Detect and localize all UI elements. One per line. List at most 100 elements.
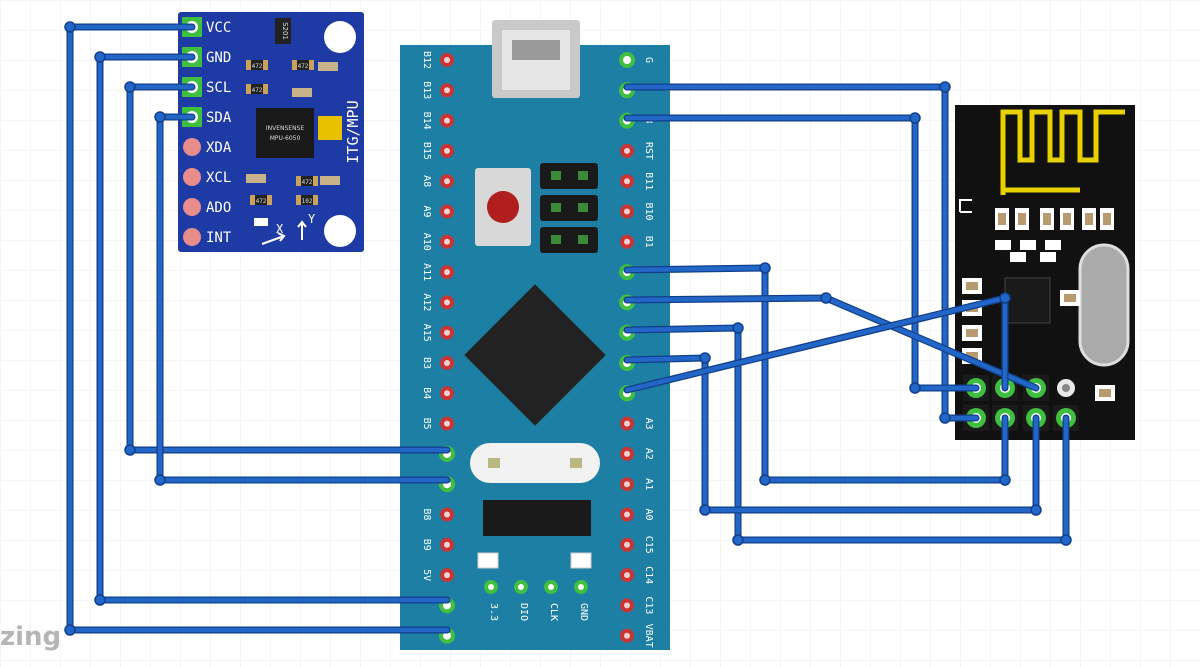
mpu-axis-arrows: [261, 220, 307, 245]
nrf24l01-module: [955, 105, 1135, 440]
stm32-right-pin-hole: [624, 602, 630, 609]
nrf-component-body: [1018, 213, 1026, 225]
stm32-left-pin-label: A10: [421, 233, 432, 251]
stm32-right-pin-label: A3: [643, 418, 654, 430]
stm32-right-pin-hole: [624, 238, 630, 245]
mpu-resistor-label: 472: [252, 87, 263, 94]
wire-bendpoint: [999, 474, 1011, 486]
stm32-regulator: [483, 500, 591, 536]
stm32-left-pin-hole: [444, 360, 450, 366]
stm32-left-pin-hole: [444, 87, 450, 94]
stm32-left-pin-label: A12: [421, 293, 432, 311]
stm32-left-pin-hole: [444, 147, 450, 154]
stm32-left-pin-label: B5: [421, 418, 432, 430]
mpu-regulator-label: S201: [281, 22, 289, 40]
boot-jumper: [540, 163, 598, 189]
stm32-left-pin-label: B9: [421, 539, 432, 551]
mpu-led: [254, 218, 268, 226]
nrf-outline-mark: [959, 199, 972, 213]
stm32-right-pin-hole: [624, 147, 630, 154]
mpu-pin-label: INT: [206, 230, 232, 246]
mpu-side-label: ITG/MPU: [344, 100, 362, 163]
stm32-left-pin-hole: [444, 390, 450, 397]
stm32-left-pin-hole: [444, 299, 450, 306]
mpu-resistor-label: 472: [252, 63, 263, 70]
mpu-mounting-hole: [324, 215, 356, 247]
nrf-component-body: [966, 282, 978, 290]
nrf-component-small: [1010, 252, 1026, 262]
mpu-resistor-label: 102: [302, 198, 313, 205]
stm32-right-pin-hole: [624, 208, 630, 215]
stm32-left-pin-hole: [444, 238, 450, 245]
mpu-mounting-hole: [324, 21, 356, 53]
nrf-component-body: [1103, 213, 1111, 225]
wire-bendpoint: [939, 412, 951, 424]
mpu-pin-label: XDA: [206, 140, 232, 156]
wire-g-nrf-gnd: [624, 84, 979, 421]
nrf-pin-hole: [1062, 384, 1070, 392]
stm32-right-pin-label: G: [643, 57, 654, 63]
stm32-right-pin-hole: [624, 481, 630, 488]
stm32-left-pin-hole: [444, 541, 450, 548]
nrf-component-body: [1043, 213, 1051, 225]
wire-bendpoint: [909, 382, 921, 394]
mpu-resistor-body: [301, 176, 313, 186]
mpu-pin-ado: [183, 198, 201, 216]
mpu-pin-xcl: [183, 168, 201, 186]
stm32-right-pin-hole: [624, 511, 630, 518]
boot-jumper: [540, 195, 598, 221]
wire-bendpoint: [94, 594, 106, 606]
wire-scl-b6: [127, 84, 450, 453]
crystal-pad: [570, 458, 582, 468]
boot-jumper-pin: [578, 235, 588, 244]
wire-bendpoint: [1030, 504, 1042, 516]
stm32-left-pin-hole: [444, 178, 450, 185]
stm32-right-pin-label: B10: [643, 202, 654, 220]
stm32-led: [570, 552, 592, 569]
stm32-right-pin-label: A0: [643, 508, 654, 520]
wire-bendpoint: [154, 474, 166, 486]
stm32-bluepill-board: B12B13B14B15A8A9A10A11A12A15B3B4B5B8B95V…: [400, 20, 670, 650]
nrf-component-small: [1020, 240, 1036, 250]
nrf-component-small: [1040, 252, 1056, 262]
stm32-right-pin-label: C14: [643, 566, 654, 584]
stm32-left-pin-hole: [444, 269, 450, 276]
boot-jumper-pin: [578, 203, 588, 212]
stm32-left-pin-hole: [444, 329, 450, 336]
nrf-component-body: [966, 352, 978, 360]
stm32-left-pin-hole: [444, 208, 450, 215]
stm32-left-pin-label: B4: [421, 387, 432, 399]
fritzing-watermark: zing: [0, 622, 62, 652]
wire-bendpoint: [759, 262, 771, 274]
mpu-pin-label: GND: [206, 50, 231, 66]
reset-button-cap[interactable]: [487, 191, 519, 223]
wire-bendpoint: [759, 474, 771, 486]
stm32-left-pin-label: B8: [421, 508, 432, 520]
stm32-left-pin-hole: [444, 117, 450, 124]
wire-bendpoint: [820, 292, 832, 304]
stm32-left-pin-hole: [444, 511, 450, 518]
mpu-regulator: [275, 18, 291, 44]
wire-bendpoint: [124, 81, 136, 93]
stm32-left-pin-hole: [443, 631, 451, 640]
stm32-right-pin-label: VBAT: [643, 624, 654, 648]
wire-bendpoint: [64, 624, 76, 636]
stm32-right-pin-hole: [624, 450, 630, 457]
mpu-capacitor-small: [246, 174, 266, 183]
mpu-resistor-body: [297, 60, 309, 70]
stm32-left-pin-label: A8: [421, 175, 432, 187]
stm32-bottom-pin-label: 3.3: [488, 603, 499, 621]
crystal-pad: [488, 458, 500, 468]
mpu-chip-model: MPU-6050: [270, 135, 301, 142]
stm32-left-pin-label: 5V: [421, 569, 432, 581]
stm32-bottom-pin-hole: [578, 584, 584, 590]
nrf-component-body: [1085, 213, 1093, 225]
stm32-right-pin-hole: [624, 572, 630, 579]
crystal-oscillator: [470, 443, 600, 483]
mpu-axis-x: X: [276, 222, 284, 236]
stm32-left-pin-hole: [444, 57, 450, 63]
stm32-right-pin-hole: [623, 56, 631, 64]
stm32-right-pin-label: C13: [643, 596, 654, 614]
mpu-capacitor-small: [320, 176, 340, 185]
